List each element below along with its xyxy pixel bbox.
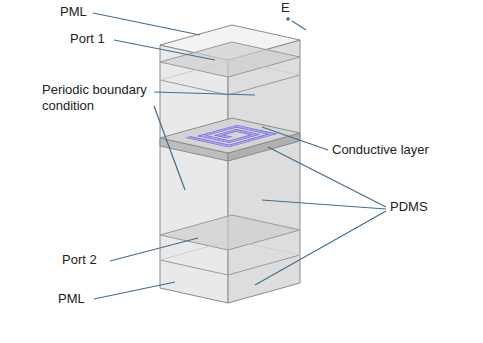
callout-label: Conductive layer: [332, 142, 429, 158]
spiral-conductor: [188, 125, 272, 146]
spiral-outline: [188, 125, 272, 146]
leader-line: [154, 106, 185, 190]
leader-line: [262, 127, 328, 150]
callout-label: Periodic boundary condition: [42, 82, 154, 114]
leader-line: [114, 40, 215, 60]
callout-label: PML: [58, 291, 85, 307]
pml-boundary-hidden: [160, 60, 300, 80]
field-line: [292, 21, 306, 30]
leader-line: [110, 238, 198, 261]
leader-line: [154, 92, 255, 95]
pml-boundary: [160, 75, 300, 95]
leader-line: [255, 211, 386, 285]
callout-label: E: [281, 0, 290, 16]
right-face: [228, 40, 300, 303]
callout-label: PML: [60, 4, 87, 20]
spiral-fill: [188, 125, 272, 146]
port-plane: [160, 42, 300, 77]
leader-line: [94, 282, 175, 299]
substrate-top: [160, 118, 300, 153]
callout-label: PDMS: [390, 199, 428, 215]
callout-label: Port 1: [70, 31, 105, 47]
field-dot: [286, 17, 290, 21]
callout-label: Port 2: [62, 252, 97, 268]
leader-line: [262, 200, 386, 209]
port-plane: [160, 215, 300, 250]
leader-line: [93, 13, 200, 35]
left-face: [160, 45, 228, 303]
